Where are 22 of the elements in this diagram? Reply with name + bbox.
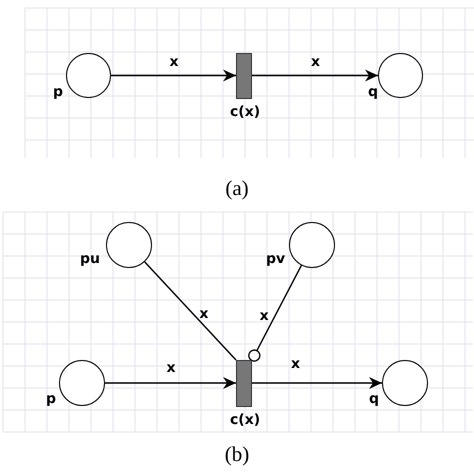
edge-label: x [198,306,210,321]
arc-arrow [105,377,236,389]
panel-caption: (a) [225,178,249,199]
arc-arrow [252,377,382,389]
node-label: q [368,85,378,99]
node-label: c(x) [230,413,260,427]
node-label: pu [80,252,100,266]
transition-bar [236,360,252,407]
arc-arrow [111,70,236,82]
edge-label: x [166,361,177,375]
edge-label: x [290,357,302,371]
node-label: q [369,392,380,406]
node-label: p [46,392,56,406]
node-label: c(x) [230,105,260,119]
node-label: p [53,85,64,99]
edge-label: x [258,308,270,323]
node-label: pv [266,252,286,266]
arc-arrow [252,70,378,82]
panel-caption: (b) [224,444,250,465]
edge-label: x [310,54,322,68]
transition-bar [236,53,252,99]
edge-label: x [168,54,180,68]
